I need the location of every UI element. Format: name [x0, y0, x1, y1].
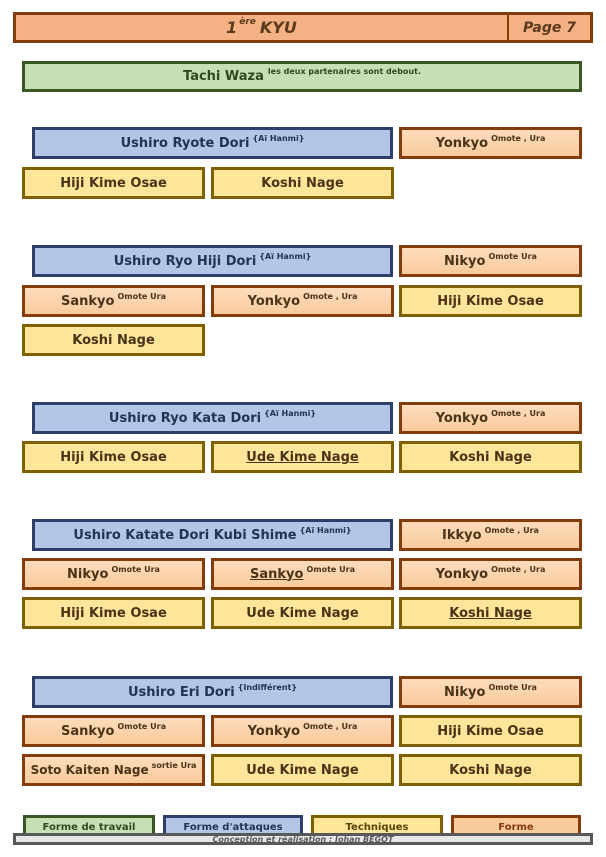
attack-name: Ushiro Eri Dori	[127, 684, 235, 700]
technique-box: Koshi Nage	[211, 167, 394, 199]
technique-name: Ude Kime Nage	[246, 762, 359, 778]
attack-stance: {Aï Hanmi}	[299, 525, 352, 535]
footer-credit: Conception et réalisation : Johan BÉGOT	[13, 833, 593, 845]
technique-name: Ude Kime Nage	[246, 605, 359, 621]
technique-name: Ude Kime Nage	[246, 449, 359, 465]
technique-name: Yonkyo	[435, 135, 489, 151]
attack-stance: {Aï Hanmi}	[264, 408, 317, 418]
legend-techniques: Techniques	[311, 815, 443, 837]
technique-box: Koshi Nage	[399, 597, 582, 629]
technique-box: Ude Kime Nage	[211, 754, 394, 786]
attack-box: Ushiro Ryo Kata Dori{Aï Hanmi}	[32, 402, 393, 434]
technique-name: Ikkyo	[442, 527, 482, 543]
technique-name: Hiji Kime Osae	[437, 723, 544, 739]
technique-name: Yonkyo	[247, 293, 301, 309]
technique-name: Hiji Kime Osae	[60, 449, 167, 465]
attack-name: Ushiro Ryo Hiji Dori	[113, 253, 257, 269]
attack-name: Ushiro Ryo Kata Dori	[108, 410, 262, 426]
technique-variant: sortie Ura	[151, 760, 197, 770]
attack-box: Ushiro Katate Dori Kubi Shime{Aï Hanmi}	[32, 519, 393, 551]
technique-name: Koshi Nage	[72, 332, 155, 348]
page-number: Page 7	[507, 15, 590, 40]
technique-variant: Omote Ura	[117, 721, 166, 731]
technique-name: Koshi Nage	[449, 762, 532, 778]
technique-box: Hiji Kime Osae	[22, 441, 205, 473]
attack-stance: {Aï Hanmi}	[252, 133, 305, 143]
technique-name: Sankyo	[250, 566, 304, 582]
technique-box: Ude Kime Nage	[211, 597, 394, 629]
technique-box: Ude Kime Nage	[211, 441, 394, 473]
attack-name: Ushiro Ryote Dori	[120, 135, 250, 151]
technique-variant: Omote , Ura	[484, 525, 539, 535]
technique-name: Hiji Kime Osae	[437, 293, 544, 309]
technique-name: Nikyo	[444, 253, 486, 269]
technique-variant: Omote , Ura	[491, 564, 546, 574]
attack-name: Ushiro Katate Dori Kubi Shime	[73, 527, 297, 543]
technique-box: Koshi Nage	[22, 324, 205, 356]
technique-box: Koshi Nage	[399, 754, 582, 786]
legend-work-form: Forme de travail	[23, 815, 155, 837]
technique-box: Koshi Nage	[399, 441, 582, 473]
technique-name: Sankyo	[61, 723, 115, 739]
section-note: les deux partenaires sont debout.	[267, 67, 421, 76]
attack-stance: {Indifférent}	[237, 682, 298, 692]
technique-name: Nikyo	[67, 566, 109, 582]
technique-variant: Omote Ura	[488, 251, 537, 261]
grade-label: KYU	[259, 18, 297, 37]
technique-variant: Omote , Ura	[303, 291, 358, 301]
technique-name: Nikyo	[444, 684, 486, 700]
technique-name: Hiji Kime Osae	[60, 605, 167, 621]
attack-box: Ushiro Ryo Hiji Dori{Aï Hanmi}	[32, 245, 393, 277]
technique-variant: Omote Ura	[488, 682, 537, 692]
technique-variant: Omote , Ura	[491, 133, 546, 143]
legend-form: Forme	[451, 815, 581, 837]
attack-box: Ushiro Ryote Dori{Aï Hanmi}	[32, 127, 393, 159]
technique-box: Hiji Kime Osae	[22, 597, 205, 629]
technique-variant: Omote , Ura	[491, 408, 546, 418]
technique-name: Soto Kaiten Nage	[30, 763, 149, 777]
technique-box: Hiji Kime Osae	[399, 715, 582, 747]
technique-name: Hiji Kime Osae	[60, 175, 167, 191]
attack-stance: {Aï Hanmi}	[259, 251, 312, 261]
technique-name: Yonkyo	[435, 566, 489, 582]
technique-name: Koshi Nage	[449, 449, 532, 465]
grade-ordinal: ère	[239, 16, 256, 27]
grade-number: 1	[226, 18, 238, 37]
technique-name: Sankyo	[61, 293, 115, 309]
technique-box: Hiji Kime Osae	[22, 167, 205, 199]
section-title: Tachi Waza	[183, 69, 264, 84]
technique-name: Yonkyo	[247, 723, 301, 739]
technique-name: Koshi Nage	[261, 175, 344, 191]
technique-variant: Omote Ura	[117, 291, 166, 301]
technique-variant: Omote Ura	[306, 564, 355, 574]
technique-variant: Omote Ura	[111, 564, 160, 574]
legend-attack-form: Forme d'attaques	[163, 815, 303, 837]
technique-box: Hiji Kime Osae	[399, 285, 582, 317]
attack-box: Ushiro Eri Dori{Indifférent}	[32, 676, 393, 708]
technique-name: Yonkyo	[435, 410, 489, 426]
technique-variant: Omote , Ura	[303, 721, 358, 731]
technique-name: Koshi Nage	[449, 605, 532, 621]
